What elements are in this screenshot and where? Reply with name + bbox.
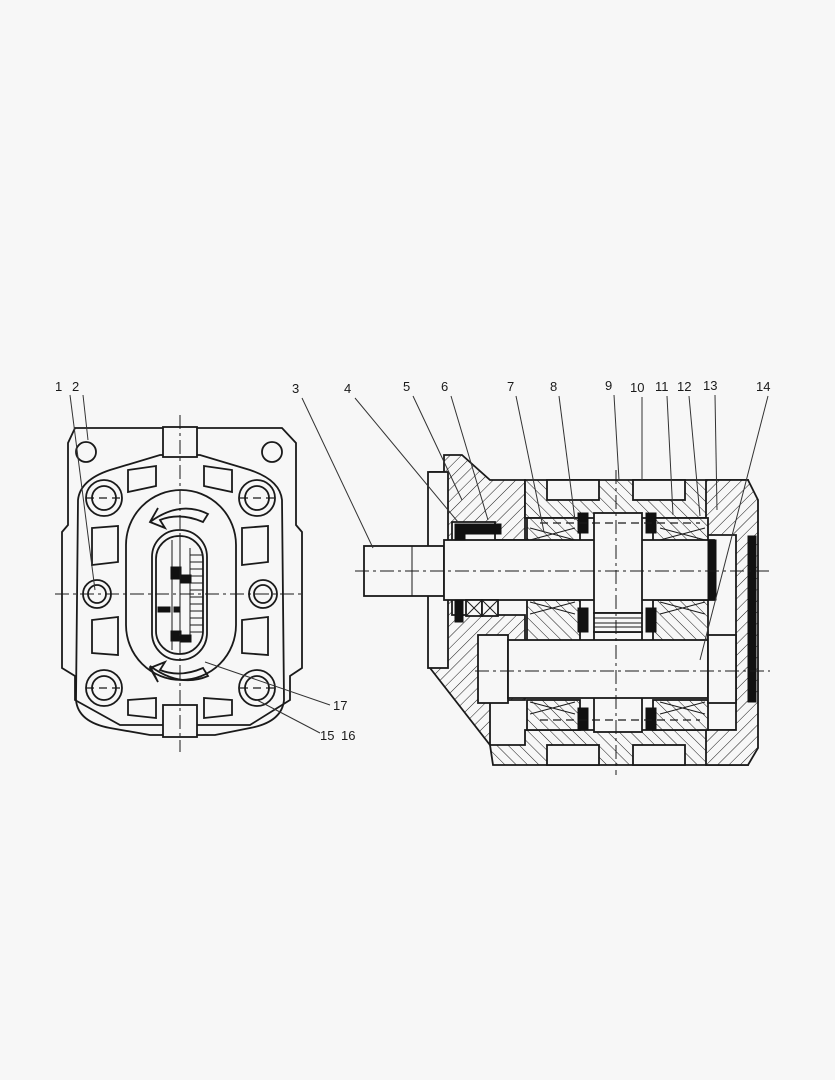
callout-6: 6 — [441, 379, 448, 394]
callout-5: 5 — [403, 379, 410, 394]
callout-7: 7 — [507, 379, 514, 394]
callout-labels: 1 2 3 4 5 6 7 8 9 10 11 12 13 14 15 16 1… — [55, 378, 770, 743]
front-view — [55, 415, 305, 752]
section-view — [355, 454, 770, 775]
callout-16: 16 — [341, 728, 355, 743]
callout-2: 2 — [72, 379, 79, 394]
callout-14: 14 — [756, 379, 770, 394]
callout-10: 10 — [630, 380, 644, 395]
leader-lines — [69, 394, 769, 734]
callout-8: 8 — [550, 379, 557, 394]
callout-12: 12 — [677, 379, 691, 394]
callout-1: 1 — [55, 379, 62, 394]
callout-3: 3 — [292, 381, 299, 396]
callout-15: 15 — [320, 728, 334, 743]
callout-13: 13 — [703, 378, 717, 393]
callout-4: 4 — [344, 381, 351, 396]
callout-9: 9 — [605, 378, 612, 393]
callout-11: 11 — [655, 379, 669, 394]
callout-17: 17 — [333, 698, 347, 713]
